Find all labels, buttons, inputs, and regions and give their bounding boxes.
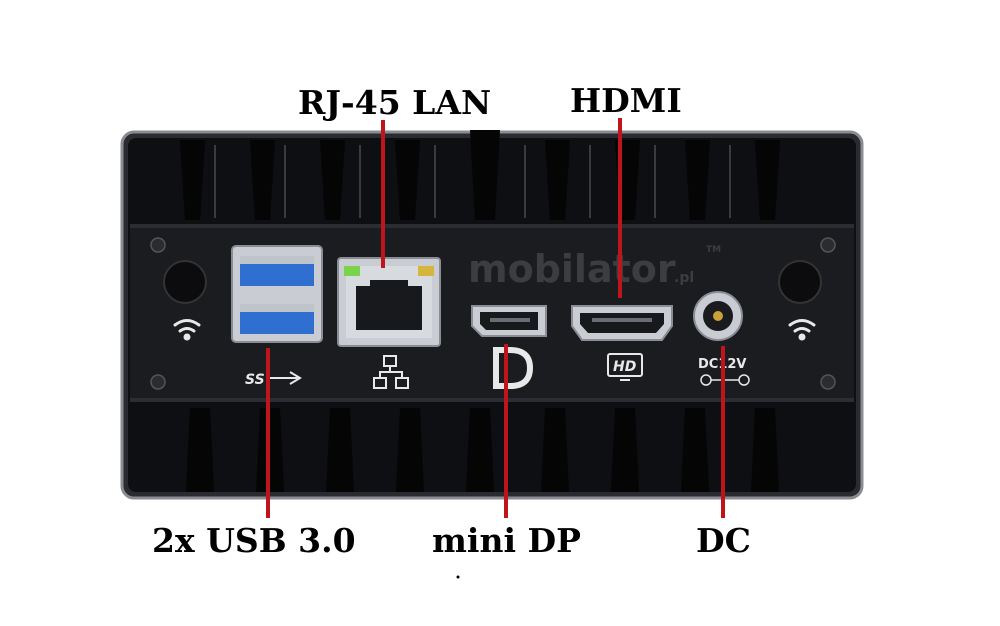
dc-label: DC <box>696 521 751 560</box>
svg-text:mobilator: mobilator <box>468 247 676 291</box>
hd-logo-icon: HD <box>607 353 643 381</box>
pointer-lines <box>266 118 725 518</box>
mobilator-watermark: mobilator .pl TM <box>468 245 721 291</box>
top-heatsink-slots <box>214 145 731 218</box>
dc-jack-icon <box>693 291 743 341</box>
rj45-port-icon <box>337 257 441 347</box>
top-heatsink <box>180 130 780 220</box>
network-icon <box>373 355 409 389</box>
minidp-label: mini DP <box>432 521 581 560</box>
usb-ss-icon: SS <box>245 371 302 388</box>
screw-icons <box>150 237 836 390</box>
usb-ports-icon <box>231 245 323 343</box>
usb-label: 2x USB 3.0 <box>152 521 356 560</box>
left-antenna-cap <box>163 260 207 304</box>
svg-text:SS: SS <box>245 372 265 388</box>
displayport-logo-icon <box>493 347 534 389</box>
svg-text:.pl: .pl <box>674 270 694 286</box>
rj45-label: RJ-45 LAN <box>298 83 492 122</box>
right-antenna-cap <box>778 260 822 304</box>
bottom-heatsink <box>186 408 779 492</box>
svg-text:TM: TM <box>706 245 721 255</box>
hdmi-label: HDMI <box>570 81 682 120</box>
hdmi-port-icon <box>571 305 673 341</box>
wifi-icon <box>173 319 816 341</box>
svg-text:HD: HD <box>613 359 636 375</box>
mini-displayport-icon <box>471 305 547 337</box>
